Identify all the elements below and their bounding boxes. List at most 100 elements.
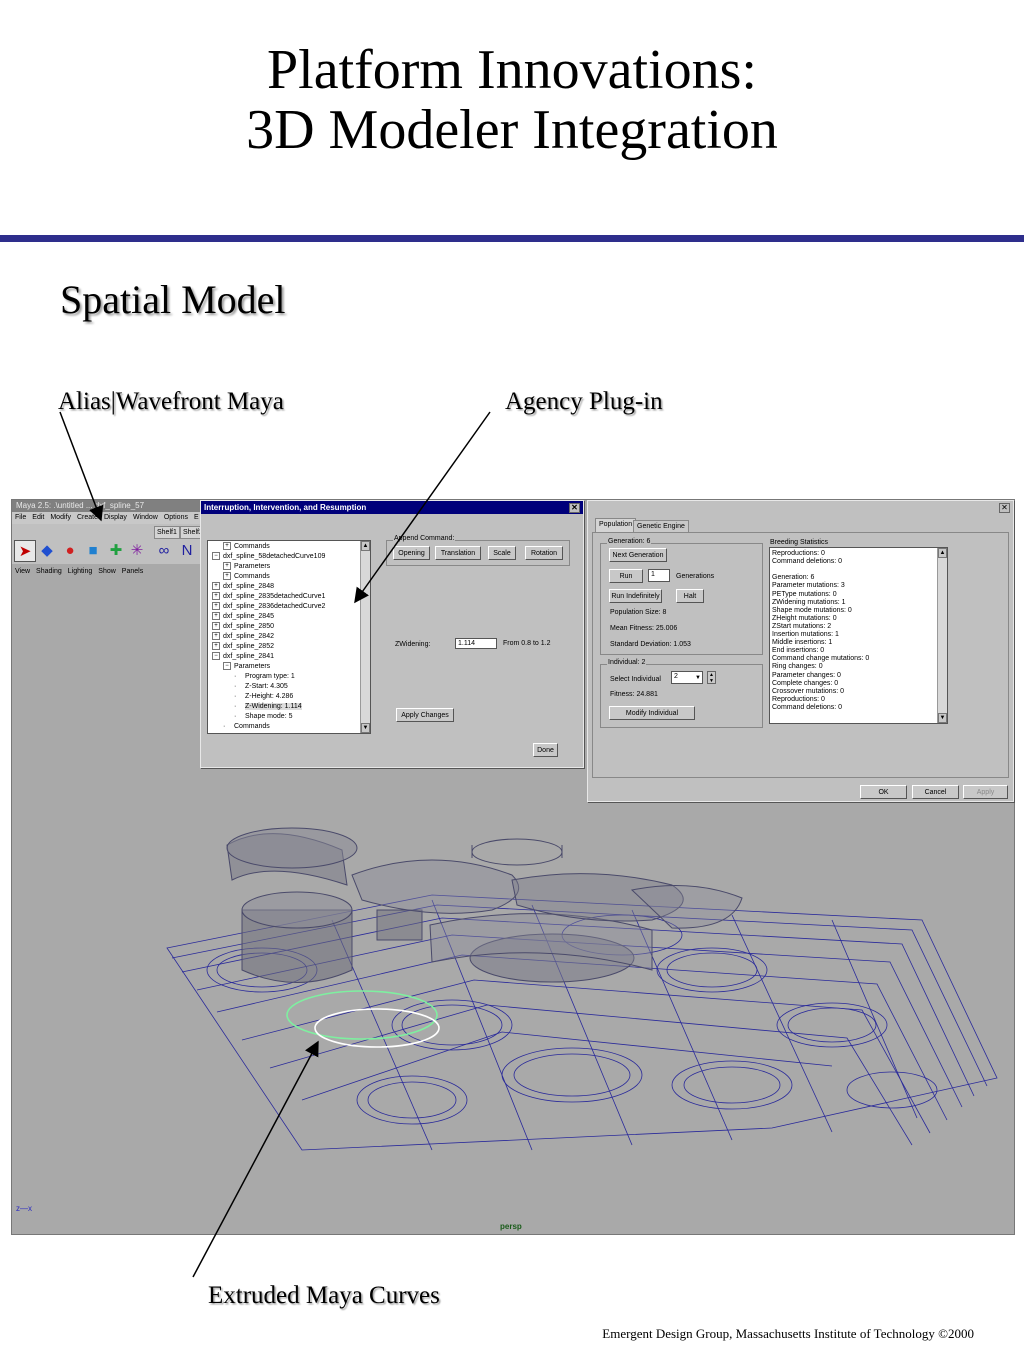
- panel-view[interactable]: View: [15, 568, 31, 575]
- tree-item[interactable]: +Commands: [223, 542, 270, 552]
- move-tool-icon[interactable]: ✚: [109, 542, 123, 559]
- individual-spinner[interactable]: ▲ ▼: [707, 671, 716, 684]
- tree-item[interactable]: −dxf_spline_58detachedCurve109: [212, 552, 325, 562]
- tree-item[interactable]: ·Commands: [223, 722, 270, 732]
- tab-genetic-engine[interactable]: Genetic Engine: [633, 520, 689, 533]
- tree-item[interactable]: +Parameters: [223, 562, 270, 572]
- opening-button[interactable]: Opening: [393, 546, 430, 560]
- close-icon[interactable]: ✕: [569, 503, 580, 513]
- panel-shading[interactable]: Shading: [36, 568, 62, 575]
- curve-tool-icon[interactable]: ✳: [130, 542, 144, 559]
- spin-down-icon[interactable]: ▼: [709, 678, 714, 684]
- scroll-up-icon[interactable]: ▲: [361, 541, 370, 551]
- menu-display[interactable]: Display: [103, 514, 127, 521]
- collapse-icon[interactable]: −: [223, 662, 231, 671]
- expand-icon[interactable]: +: [212, 642, 220, 651]
- run-indefinitely-button[interactable]: Run Indefinitely: [609, 589, 662, 603]
- collapse-icon[interactable]: −: [212, 652, 220, 661]
- stats-scrollbar[interactable]: ▲ ▼: [937, 548, 947, 723]
- chevron-down-icon[interactable]: ▼: [695, 675, 701, 681]
- expand-icon[interactable]: +: [223, 542, 231, 551]
- translation-button[interactable]: Translation: [435, 546, 481, 560]
- expand-icon[interactable]: +: [212, 602, 220, 611]
- menu-more[interactable]: E: [193, 514, 199, 521]
- menu-modify[interactable]: Modify: [50, 514, 71, 521]
- selected-curve[interactable]: [286, 990, 440, 1048]
- scroll-down-icon[interactable]: ▼: [361, 723, 370, 733]
- tree-item-label: Z-Widening: 1.114: [245, 703, 302, 710]
- individual-select[interactable]: 2 ▼: [671, 671, 703, 684]
- apply-button[interactable]: Apply: [963, 785, 1008, 799]
- expand-icon[interactable]: +: [212, 632, 220, 641]
- expand-icon[interactable]: +: [223, 572, 231, 581]
- menu-window[interactable]: Window: [132, 514, 158, 521]
- panel-panels[interactable]: Panels: [121, 568, 144, 575]
- extruded-shapes: [226, 827, 743, 983]
- menu-file[interactable]: File: [15, 514, 27, 521]
- menu-options[interactable]: Options: [163, 514, 188, 521]
- sphere-tool-icon[interactable]: ●: [65, 541, 75, 559]
- maya-viewport[interactable]: [12, 500, 1014, 1234]
- tree-item[interactable]: +dxf_spline_2842: [212, 632, 274, 642]
- tree-item[interactable]: +dxf_spline_2852: [212, 642, 274, 652]
- halt-button[interactable]: Halt: [676, 589, 704, 603]
- tree-item[interactable]: +dxf_spline_2836detachedCurve2: [212, 602, 325, 612]
- spline-tool-icon[interactable]: ∞: [158, 541, 170, 559]
- zwidening-label: ZWidening:: [395, 641, 431, 648]
- expand-icon[interactable]: +: [212, 592, 220, 601]
- tree-item[interactable]: +dxf_spline_2848: [212, 582, 274, 592]
- tree-scrollbar[interactable]: ▲ ▼: [360, 541, 370, 733]
- generations-label: Generations: [676, 573, 715, 580]
- tree-item[interactable]: ·Z-Start: 4.305: [234, 682, 288, 692]
- select-individual-label: Select Individual: [610, 676, 661, 683]
- panel-lighting[interactable]: Lighting: [67, 568, 93, 575]
- run-count-input[interactable]: 1: [648, 569, 670, 582]
- cancel-button[interactable]: Cancel: [912, 785, 959, 799]
- command-tree[interactable]: ▲ ▼ +Commands−dxf_spline_58detachedCurve…: [207, 540, 371, 734]
- done-button[interactable]: Done: [533, 743, 558, 757]
- tree-item[interactable]: +dxf_spline_2850: [212, 622, 274, 632]
- menu-edit[interactable]: Edit: [32, 514, 45, 521]
- ok-button[interactable]: OK: [860, 785, 907, 799]
- modify-individual-button[interactable]: Modify Individual: [609, 706, 695, 720]
- stat-line: Command change mutations: 0: [772, 655, 870, 663]
- expand-icon[interactable]: +: [212, 612, 220, 621]
- tree-item[interactable]: +Commands: [223, 572, 270, 582]
- stat-line: Reproductions: 0: [772, 550, 825, 557]
- scroll-up-icon[interactable]: ▲: [938, 548, 947, 558]
- rotation-button[interactable]: Rotation: [525, 546, 563, 560]
- tree-item[interactable]: −Parameters: [223, 662, 270, 672]
- cube-tool-icon[interactable]: ■: [88, 541, 98, 559]
- zwidening-input[interactable]: 1.114: [455, 638, 497, 649]
- tree-item[interactable]: ·Shape mode: 5: [234, 712, 292, 722]
- stat-line: ZWidening mutations: 1: [772, 598, 846, 606]
- collapse-icon[interactable]: −: [212, 552, 220, 561]
- shape-tool-icon[interactable]: ◆: [41, 542, 53, 559]
- expand-icon[interactable]: +: [212, 622, 220, 631]
- shelf-tab-1[interactable]: Shelf1: [154, 526, 180, 539]
- scale-button[interactable]: Scale: [488, 546, 516, 560]
- tree-item-label: Shape mode: 5: [245, 713, 293, 720]
- tree-item[interactable]: +dxf_spline_2835detachedCurve1: [212, 592, 325, 602]
- expand-icon[interactable]: +: [212, 582, 220, 591]
- tree-item-label: dxf_spline_2841: [223, 653, 274, 660]
- nurbs-tool-icon[interactable]: N: [181, 541, 193, 559]
- tree-item[interactable]: −dxf_spline_2841: [212, 652, 274, 662]
- next-generation-button[interactable]: Next Generation: [609, 548, 667, 562]
- scroll-down-icon[interactable]: ▼: [938, 713, 947, 723]
- spin-up-icon[interactable]: ▲: [709, 672, 714, 678]
- apply-changes-button[interactable]: Apply Changes: [396, 708, 454, 722]
- tree-item[interactable]: ·Program type: 1: [234, 672, 295, 682]
- tree-item[interactable]: +dxf_spline_2845: [212, 612, 274, 622]
- panel-show[interactable]: Show: [98, 568, 116, 575]
- expand-icon[interactable]: +: [223, 562, 231, 571]
- close-icon[interactable]: ✕: [999, 503, 1010, 513]
- run-button[interactable]: Run: [609, 569, 643, 583]
- tree-item[interactable]: ·Z-Widening: 1.114: [234, 702, 302, 712]
- select-tool-icon[interactable]: ➤: [14, 540, 36, 562]
- callout-plugin: Agency Plug-in: [505, 388, 663, 415]
- callout-curves: Extruded Maya Curves: [208, 1282, 440, 1309]
- tree-item[interactable]: ·Z-Height: 4.286: [234, 692, 293, 702]
- menu-create[interactable]: Create: [76, 514, 98, 521]
